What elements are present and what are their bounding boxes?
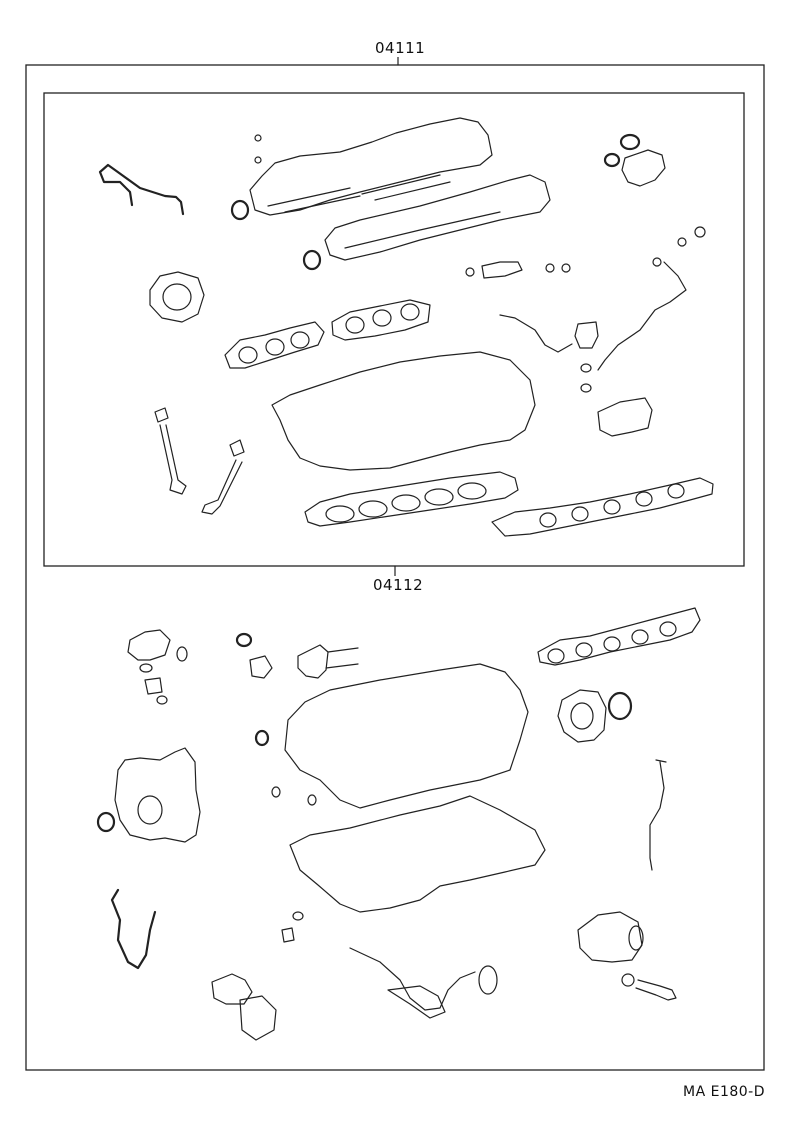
inner-frame-04112 — [43, 92, 745, 567]
washer-small-a — [254, 134, 262, 142]
o-ring-b — [271, 786, 281, 798]
port-2 — [265, 338, 285, 356]
port-5 — [372, 309, 392, 327]
fuel-line — [597, 261, 687, 371]
intake-port-3 — [603, 499, 621, 515]
drain-washer — [292, 911, 304, 921]
water-inlet-bolt — [635, 979, 677, 1001]
shaft-line-b — [325, 663, 359, 669]
water-inlet-port — [628, 925, 644, 951]
camshaft-seal-assembly — [297, 644, 329, 679]
water-inlet-gasket — [621, 973, 635, 987]
exh-port-5 — [659, 621, 677, 637]
seal-ring-tr-2 — [603, 152, 621, 168]
oil-strainer-body — [387, 985, 446, 1019]
fitting-b — [677, 237, 687, 247]
port-3 — [290, 331, 310, 349]
injector-seal-a — [465, 267, 475, 277]
intake-port-4 — [635, 491, 653, 507]
oil-pan-gasket-upper — [284, 663, 529, 809]
outlet-o-ring — [139, 663, 153, 673]
exh-port-2 — [575, 642, 593, 658]
throttle-body-gasket — [149, 271, 205, 323]
rear-seal-retainer-gasket — [557, 689, 607, 743]
intake-manifold-gasket — [491, 477, 714, 537]
regulator-seal-b — [580, 383, 592, 393]
cam-seal-upper — [230, 199, 250, 221]
plug-seal-a — [235, 632, 253, 648]
valve-b — [201, 459, 243, 515]
drain-plug — [281, 927, 295, 943]
thermostat-housing — [239, 995, 277, 1041]
injector-seal-c — [561, 263, 571, 273]
outlet-seal — [176, 646, 188, 662]
oil-dipstick-guide — [649, 761, 665, 871]
sensor-fitting — [249, 655, 273, 679]
bore-5 — [457, 482, 487, 500]
valve-stem-seal-b — [229, 439, 245, 457]
water-outlet — [127, 629, 171, 661]
outlet-bolt — [144, 677, 163, 695]
part-number-04111: 04111 — [372, 39, 429, 57]
flange-gasket-tr — [621, 149, 666, 187]
crank-case-hose — [110, 888, 157, 970]
cylinder-head-gasket-set — [271, 351, 536, 471]
cylinder-head-cover-gasket-lower — [324, 174, 551, 261]
cam-seal-lower — [302, 249, 322, 271]
exh-port-3 — [603, 636, 621, 652]
breather-hose — [98, 163, 185, 216]
cylinder-head-gasket — [304, 471, 519, 527]
bore-1 — [325, 505, 355, 523]
bore-3 — [391, 494, 421, 512]
rear-seal-retainer-bore — [570, 702, 594, 730]
injector-a — [481, 261, 523, 279]
injector-seal-b — [545, 263, 555, 273]
seal-ring-tr-1 — [619, 133, 641, 151]
cover-gasket-strip-1 — [267, 174, 451, 213]
throttle-body-gasket-bore — [162, 283, 192, 311]
oil-pan-gasket-lower — [289, 795, 546, 913]
fitting-a — [652, 257, 662, 267]
fitting-c — [694, 226, 706, 238]
exh-port-4 — [631, 629, 649, 645]
port-4 — [345, 316, 365, 334]
bore-2 — [358, 500, 388, 518]
oil-strainer-pipe — [349, 947, 476, 1011]
diagram-code: MA E180-D — [680, 1084, 769, 1100]
cover-gasket-strip-2 — [344, 211, 501, 249]
cylinder-head-cover-gasket-upper — [249, 117, 493, 216]
washer-small-b — [254, 156, 262, 164]
pressure-regulator — [574, 321, 599, 349]
regulator-seal-a — [580, 363, 592, 373]
fuel-hose — [499, 314, 573, 353]
port-1 — [238, 346, 258, 364]
manifold-gasket-right — [331, 299, 431, 341]
rear-main-seal — [607, 691, 633, 721]
manifold-gasket-left — [224, 321, 325, 369]
o-ring-a — [254, 729, 270, 747]
shaft-line-a — [327, 647, 359, 653]
outlet-washer — [156, 695, 168, 705]
part-number-04112: 04112 — [370, 576, 427, 594]
intake-port-2 — [571, 506, 589, 522]
exh-port-1 — [547, 648, 565, 664]
exhaust-manifold-gasket — [537, 607, 701, 666]
water-inlet-housing — [577, 911, 643, 963]
outer-frame-04111 — [25, 64, 765, 1071]
valve-a — [159, 424, 187, 495]
crank-seal-front — [96, 811, 116, 833]
o-ring-c — [307, 794, 317, 806]
valve-stem-seal-a — [154, 407, 169, 423]
intake-port-1 — [539, 512, 557, 528]
strainer-gasket — [478, 965, 498, 995]
timing-cover-bore — [137, 795, 163, 825]
timing-cover-gasket — [114, 747, 201, 843]
bore-4 — [424, 488, 454, 506]
egr-gasket — [597, 397, 653, 437]
intake-port-5 — [667, 483, 685, 499]
oil-dipstick-guide-tip — [655, 759, 667, 763]
port-6 — [400, 303, 420, 321]
